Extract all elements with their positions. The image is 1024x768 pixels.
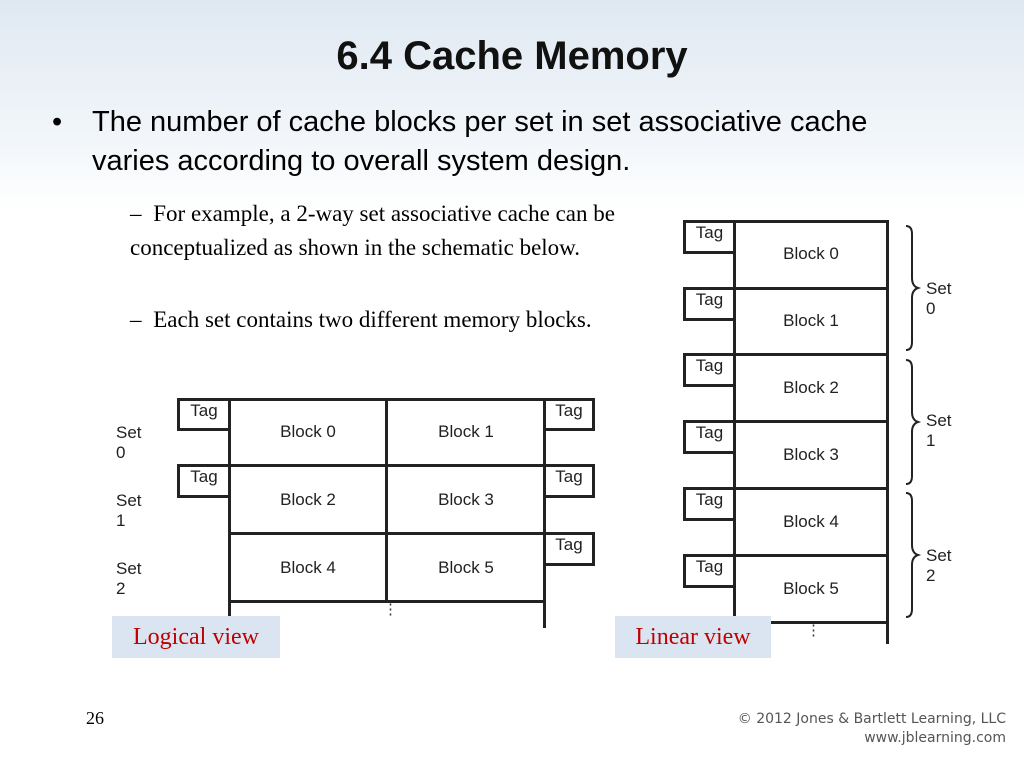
linear-view-caption: Linear view — [615, 616, 771, 658]
linear-set-label: Set 1 — [926, 411, 952, 450]
linear-grid-line — [733, 353, 889, 356]
logical-block: Block 5 — [388, 558, 544, 578]
sub-bullet-2: – Each set contains two different memory… — [130, 303, 620, 337]
linear-set-label: Set 0 — [926, 279, 952, 318]
logical-set-label: Set 1 — [116, 491, 142, 530]
linear-set-label: Set 2 — [926, 546, 952, 585]
linear-grid-line — [733, 287, 889, 290]
linear-tag-box: Tag — [683, 420, 736, 454]
linear-tag-box: Tag — [683, 353, 736, 387]
logical-block: Block 3 — [388, 490, 544, 510]
logical-block: Block 0 — [230, 422, 386, 442]
sub-bullet-text: For example, a 2-way set associative cac… — [130, 201, 615, 260]
sub-bullet-dash: – — [130, 307, 142, 332]
logical-tag-box: Tag — [177, 398, 231, 431]
linear-tag-box: Tag — [683, 554, 736, 588]
main-bullet-text: The number of cache blocks per set in se… — [92, 106, 868, 177]
logical-block: Block 4 — [230, 558, 386, 578]
logical-tag-box: Tag — [543, 532, 595, 566]
logical-view-caption: Logical view — [112, 616, 280, 658]
linear-tag-box: Tag — [683, 487, 736, 521]
copyright-line: © 2012 Jones & Bartlett Learning, LLC — [737, 711, 1006, 727]
linear-grid-line — [733, 554, 889, 557]
linear-grid-line — [733, 487, 889, 490]
slide-title: 6.4 Cache Memory — [336, 34, 688, 78]
logical-set-label: Set 0 — [116, 423, 142, 462]
logical-tag-box: Tag — [177, 464, 231, 498]
linear-tag-box: Tag — [683, 220, 736, 254]
logical-tag-box: Tag — [543, 464, 595, 498]
copyright-url: www.jblearning.com — [864, 730, 1006, 746]
logical-grid-line — [543, 398, 546, 628]
logical-set-label: Set 2 — [116, 559, 142, 598]
linear-block: Block 4 — [736, 512, 886, 532]
linear-block: Block 3 — [736, 445, 886, 465]
linear-grid-line — [733, 621, 889, 624]
linear-block: Block 5 — [736, 579, 886, 599]
linear-tag-box: Tag — [683, 287, 736, 321]
linear-grid-line — [886, 220, 889, 644]
page-number: 26 — [86, 708, 104, 728]
logical-ellipsis: ⋮ — [383, 601, 398, 618]
linear-grid-line — [733, 420, 889, 423]
copyright-notice: © 2012 Jones & Bartlett Learning, LLC ww… — [738, 710, 1006, 748]
logical-grid-line — [385, 398, 388, 602]
sub-bullet-1: – For example, a 2-way set associative c… — [130, 197, 620, 265]
logical-grid-line — [228, 398, 231, 628]
set-brace — [905, 492, 922, 618]
linear-block: Block 1 — [736, 311, 886, 331]
logical-block: Block 1 — [388, 422, 544, 442]
linear-block: Block 0 — [736, 244, 886, 264]
linear-ellipsis: ⋮ — [806, 622, 821, 639]
set-brace — [905, 359, 922, 485]
sub-bullet-text: Each set contains two different memory b… — [153, 307, 592, 332]
linear-grid-line — [733, 220, 889, 223]
sub-bullet-dash: – — [130, 201, 142, 226]
logical-tag-box: Tag — [543, 398, 595, 431]
set-brace — [905, 225, 922, 351]
linear-block: Block 2 — [736, 378, 886, 398]
logical-block: Block 2 — [230, 490, 386, 510]
bullet-symbol: • — [52, 106, 63, 138]
